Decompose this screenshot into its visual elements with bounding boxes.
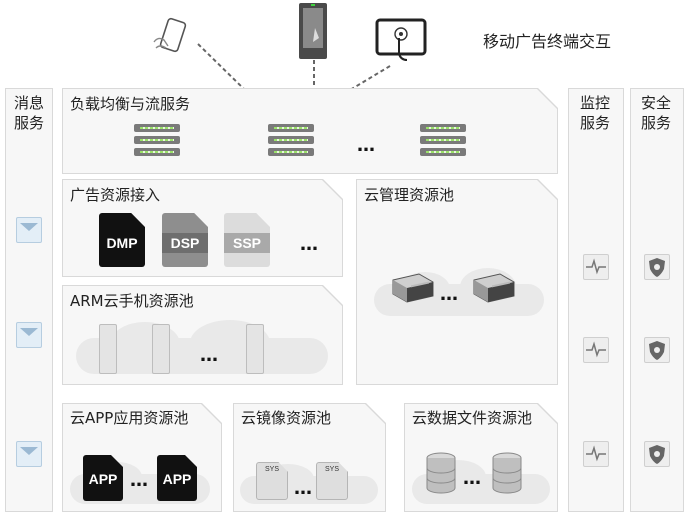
cloud-app-ellipsis: … (130, 470, 149, 491)
message-service-column: 消息 服务 (5, 88, 53, 512)
load-balance-panel (62, 88, 558, 174)
app-file-icon: APP (83, 455, 123, 501)
monitor-service-title: 监控 服务 (579, 94, 610, 132)
load-balance-ellipsis: … (357, 135, 376, 156)
cloud-image-title: 云镜像资源池 (241, 409, 332, 427)
mobile-interaction-label: 移动广告终端交互 (483, 32, 612, 51)
security-service-title: 安全 服务 (640, 94, 671, 132)
hand-phone-icon (153, 17, 187, 53)
load-balance-title: 负载均衡与流服务 (70, 95, 191, 113)
phone-device-icon (152, 324, 170, 374)
cloud-mgmt-title: 云管理资源池 (364, 186, 455, 204)
server-rack-icon (420, 124, 466, 160)
cloud-mgmt-panel (356, 179, 558, 385)
cloud-data-title: 云数据文件资源池 (412, 409, 533, 427)
mail-icon (16, 217, 42, 243)
shield-icon (644, 441, 670, 467)
server-rack-icon (268, 124, 314, 160)
monitor-icon (583, 254, 609, 280)
monitor-icon (583, 337, 609, 363)
server-box-icon (473, 273, 515, 303)
database-icon (426, 452, 456, 494)
connector-lines (197, 43, 391, 91)
ad-access-ellipsis: … (300, 234, 319, 255)
cloud-image-ellipsis: … (294, 478, 313, 499)
sys-file-icon: SYS (316, 462, 348, 500)
security-service-column: 安全 服务 (630, 88, 684, 512)
cloud-data-ellipsis: … (463, 468, 482, 489)
message-service-title: 消息 服务 (13, 94, 44, 132)
server-box-icon (392, 273, 434, 303)
touch-tablet-icon (375, 18, 427, 61)
mail-icon (16, 441, 42, 467)
sys-file-icon: SYS (256, 462, 288, 500)
arm-phone-ellipsis: … (200, 345, 219, 366)
cloud-mgmt-ellipsis: … (440, 284, 459, 305)
app-file-icon: APP (157, 455, 197, 501)
kiosk-terminal-icon (299, 3, 327, 59)
shield-icon (644, 254, 670, 280)
phone-device-icon (99, 324, 117, 374)
cloud-app-title: 云APP应用资源池 (70, 409, 189, 427)
mail-icon (16, 322, 42, 348)
dsp-file-icon: DSP (162, 213, 208, 267)
monitor-icon (583, 441, 609, 467)
ad-access-title: 广告资源接入 (70, 186, 161, 204)
mobile-devices: 移动广告终端交互 (0, 0, 687, 91)
dmp-file-icon: DMP (99, 213, 145, 267)
phone-device-icon (246, 324, 264, 374)
database-icon (492, 452, 522, 494)
ssp-file-icon: SSP (224, 213, 270, 267)
monitor-service-column: 监控 服务 (568, 88, 624, 512)
server-rack-icon (134, 124, 180, 160)
arm-phone-title: ARM云手机资源池 (70, 292, 194, 310)
shield-icon (644, 337, 670, 363)
